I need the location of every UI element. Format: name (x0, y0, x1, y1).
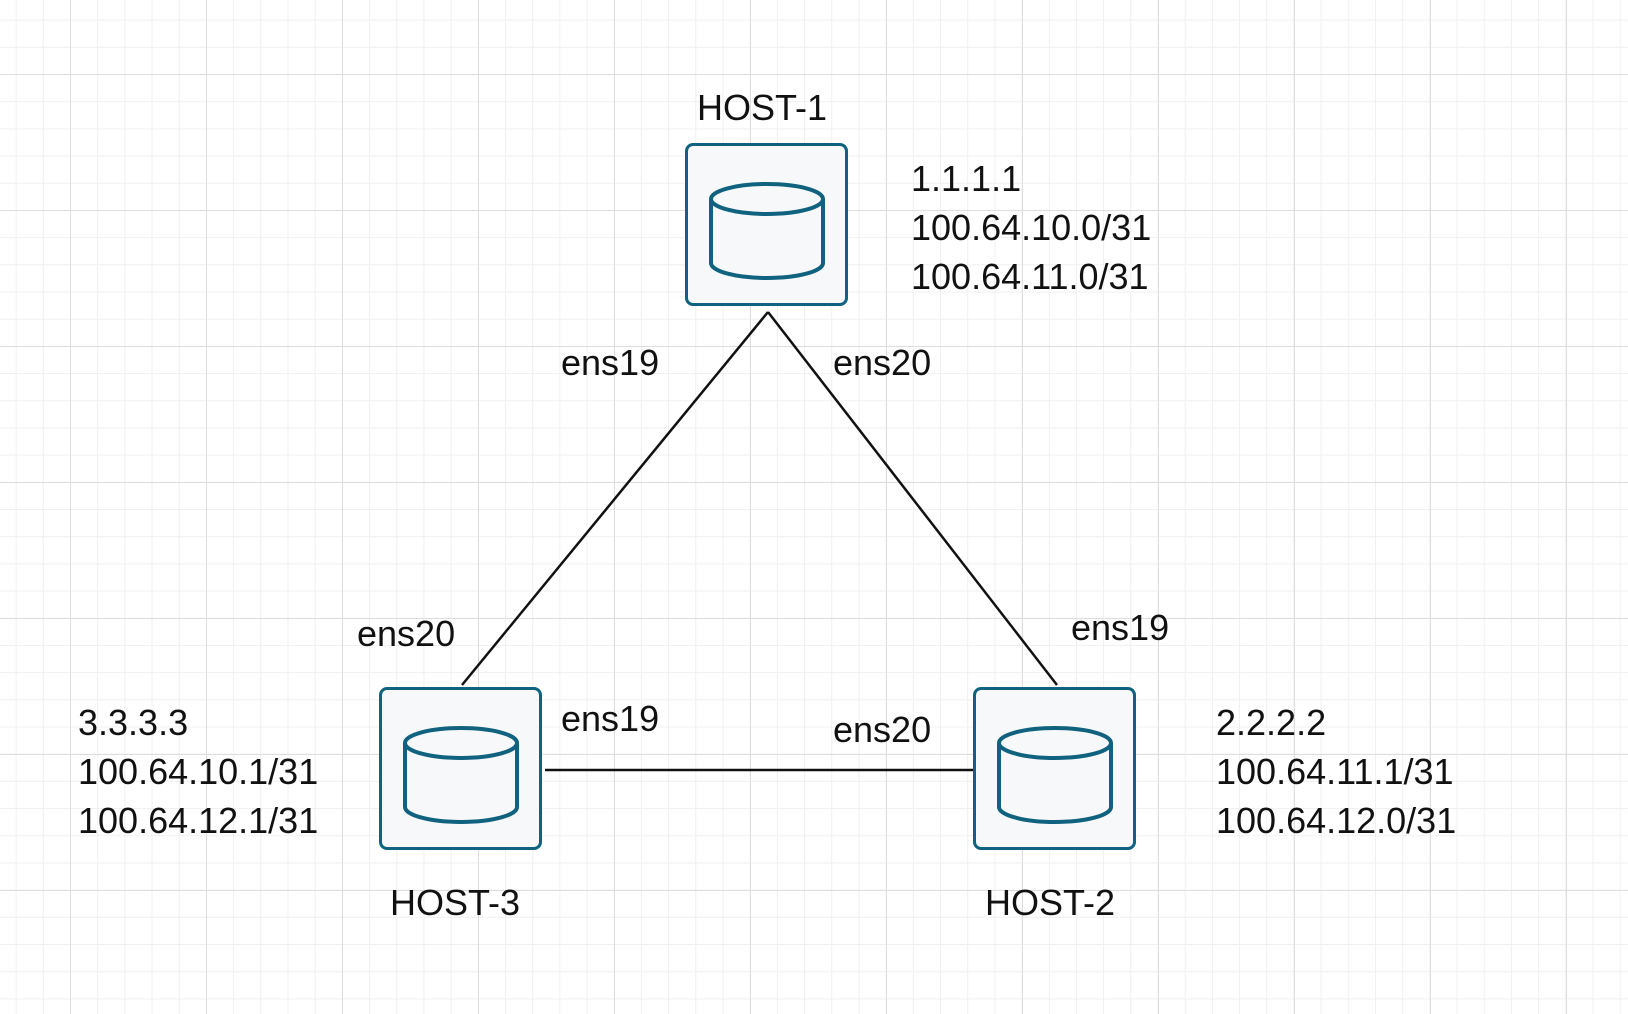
host3-ens20-label: ens20 (357, 613, 456, 654)
link-host1-host2[interactable] (767, 311, 1058, 686)
host2-ens20-label: ens20 (833, 709, 932, 750)
host1-name: HOST-1 (697, 87, 828, 128)
host1-ens19-label: ens19 (561, 342, 660, 383)
host1-ens20-label: ens20 (833, 342, 932, 383)
database-icon (402, 725, 519, 824)
host3-loopback: 3.3.3.3 (78, 702, 189, 743)
host2-addr-2: 100.64.12.0/31 (1216, 800, 1457, 841)
host2-addresses: 2.2.2.2 100.64.11.1/31 100.64.12.0/31 (1216, 698, 1456, 845)
host3-addresses: 3.3.3.3 100.64.10.1/31 100.64.12.1/31 (78, 698, 318, 845)
host3-node[interactable] (379, 687, 542, 850)
host2-node[interactable] (973, 687, 1136, 850)
host3-addr-1: 100.64.10.1/31 (78, 751, 319, 792)
host3-addr-2: 100.64.12.1/31 (78, 800, 319, 841)
link-host1-host3[interactable] (461, 311, 769, 686)
host1-node[interactable] (685, 143, 848, 306)
host1-addr-1: 100.64.10.0/31 (911, 207, 1152, 248)
host3-name: HOST-3 (390, 882, 521, 923)
host2-ens19-label: ens19 (1071, 607, 1170, 648)
host3-ens19-label: ens19 (561, 698, 660, 739)
database-icon (996, 725, 1113, 824)
host1-addr-2: 100.64.11.0/31 (911, 256, 1149, 297)
host1-addresses: 1.1.1.1 100.64.10.0/31 100.64.11.0/31 (911, 154, 1151, 301)
host1-loopback: 1.1.1.1 (911, 158, 1022, 199)
host2-addr-1: 100.64.11.1/31 (1216, 751, 1454, 792)
host2-loopback: 2.2.2.2 (1216, 702, 1327, 743)
host2-name: HOST-2 (985, 882, 1116, 923)
database-icon (708, 181, 825, 280)
